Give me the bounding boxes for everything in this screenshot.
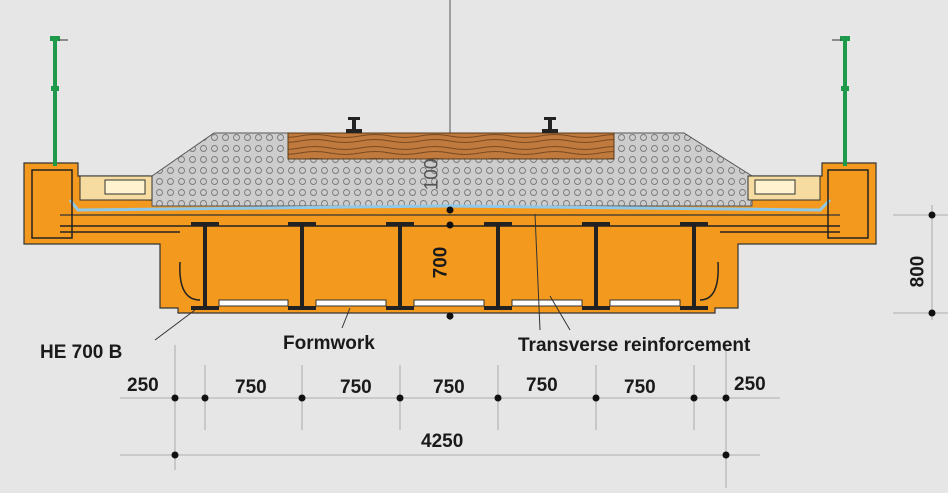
- formwork-panel: [315, 299, 387, 307]
- formwork-panel: [218, 299, 289, 307]
- beam-height-dim: 700: [430, 246, 452, 279]
- span-dim-5: 750: [526, 375, 558, 396]
- span-dim-3: 750: [340, 377, 372, 398]
- total-width-dim: 4250: [421, 431, 464, 452]
- dimension-dot: [928, 309, 936, 317]
- formwork-panel: [511, 299, 583, 307]
- railing-right: [832, 36, 850, 166]
- cable-trough-left: [79, 175, 153, 201]
- dimension-dot: [298, 394, 306, 402]
- railing-left: [50, 36, 68, 166]
- he700b-beam: [582, 222, 610, 310]
- span-dim-6: 750: [624, 377, 656, 398]
- span-dim-7: 250: [734, 374, 766, 395]
- waterproofing-membrane: [68, 198, 832, 212]
- dimension-dot: [928, 211, 936, 219]
- he700b-beam: [680, 222, 708, 310]
- dimension-dot: [171, 394, 179, 402]
- guide-lines: [120, 205, 948, 488]
- dimension-dot: [494, 394, 502, 402]
- he700b-beam: [386, 222, 414, 310]
- rail-right: [542, 117, 558, 133]
- leader-lines: [154, 213, 571, 341]
- top-cover-dim: 100: [421, 158, 443, 191]
- dimension-dot: [690, 394, 698, 402]
- dimension-dot: [446, 221, 454, 229]
- dimension-dot: [592, 394, 600, 402]
- dimension-dot: [396, 394, 404, 402]
- formwork-panel: [413, 299, 485, 307]
- dimension-dot: [722, 451, 730, 459]
- dimension-dot: [446, 312, 454, 320]
- cable-trough-right: [747, 175, 821, 201]
- timber-sleeper: [287, 132, 615, 160]
- he700b-beam: [191, 222, 219, 310]
- dimension-dot: [722, 394, 730, 402]
- he700b-beam: [288, 222, 316, 310]
- span-dim-2: 750: [235, 377, 267, 398]
- dimension-dot: [201, 394, 209, 402]
- dimension-dot: [446, 206, 454, 214]
- he700b-label: HE 700 B: [40, 342, 123, 363]
- span-dim-1: 250: [127, 375, 159, 396]
- transverse-reinforcement-label: Transverse reinforcement: [518, 335, 751, 356]
- formwork-panels: [218, 299, 681, 307]
- formwork-panel: [609, 299, 681, 307]
- formwork-label: Formwork: [283, 333, 375, 354]
- he700b-beam: [484, 222, 512, 310]
- overall-height-dim: 800: [907, 255, 929, 288]
- span-dim-4: 750: [433, 377, 465, 398]
- dimension-dots: [171, 206, 936, 459]
- steel-beams: [191, 222, 708, 310]
- dimension-dot: [171, 451, 179, 459]
- rail-left: [346, 117, 362, 133]
